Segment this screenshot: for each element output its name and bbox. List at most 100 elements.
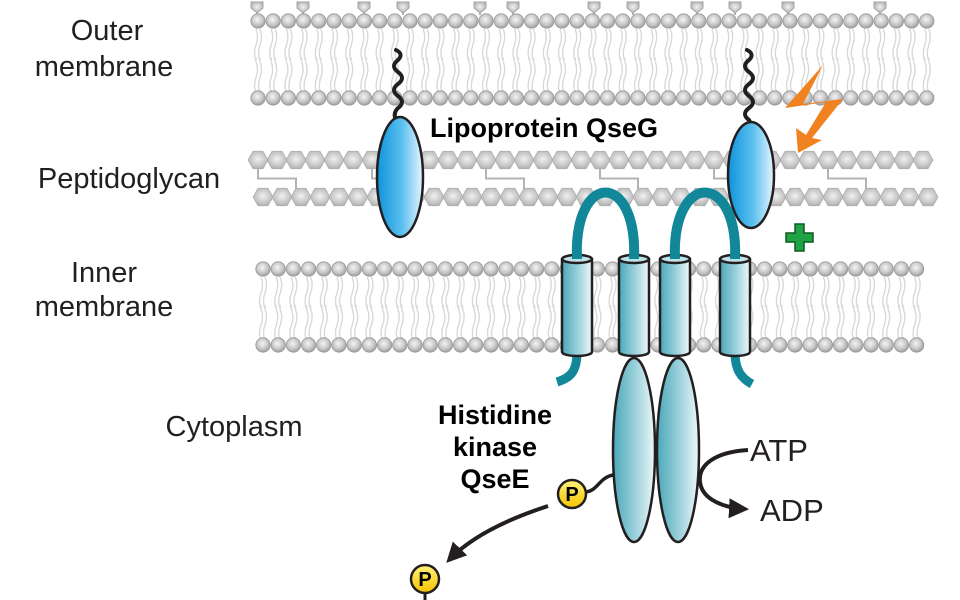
lipid-head (645, 13, 661, 29)
lps-sugar (626, 1, 640, 14)
lipid-head (478, 90, 494, 106)
lipid-head (721, 13, 737, 29)
lipid-head (863, 261, 879, 277)
lipid-head (797, 13, 813, 29)
cytoplasmic-domain-2 (655, 356, 701, 544)
lipid-head (463, 13, 479, 29)
lipid-head (285, 337, 301, 353)
lipid-head (371, 13, 388, 29)
lipid-head (817, 261, 834, 277)
glycan-sugar (423, 187, 445, 207)
lipid-head (523, 90, 540, 106)
lipoprotein-body-right (726, 120, 776, 230)
glycan-sugar (556, 187, 578, 207)
glycan-sugar (912, 150, 934, 170)
lipid-head (285, 261, 301, 277)
lipid-head (311, 13, 327, 29)
lipid-head (691, 90, 707, 106)
glycan-sugar (817, 150, 839, 170)
lipid-head (483, 261, 499, 277)
lipid-head (691, 13, 707, 29)
glycan-sugar (798, 150, 820, 170)
lipid-head (371, 90, 388, 106)
lipid-head (848, 261, 864, 277)
lipid-head (468, 337, 484, 353)
glycan-sugar (304, 150, 326, 170)
lipid-head (751, 13, 768, 29)
inner-membrane-label-line1: Inner (71, 257, 137, 289)
periplasmic-loop-2 (669, 187, 741, 261)
outer-membrane-bilayer (250, 1, 935, 106)
lipid-head (782, 13, 798, 29)
plus-icon (785, 223, 814, 252)
lipid-head (493, 90, 509, 106)
lipid-head (468, 261, 484, 277)
lipid-head (544, 261, 560, 277)
lipid-head (908, 337, 925, 353)
lipid-head (498, 261, 514, 277)
lipid-head (903, 90, 920, 106)
lipid-head (615, 90, 631, 106)
lipoprotein-qseg-label: Lipoprotein QseG (430, 113, 658, 143)
lipid-head (407, 261, 423, 277)
lipid-head (508, 90, 525, 106)
lipid-head (387, 13, 403, 29)
lipid-head (346, 261, 362, 277)
lipid-head (356, 13, 372, 29)
lps-sugar (473, 1, 487, 14)
lipid-anchor-right (743, 48, 755, 136)
atp-to-adp-arrow (697, 448, 749, 519)
lipid-head (447, 90, 464, 106)
lipid-head (848, 337, 864, 353)
transmembrane-helix-3 (658, 253, 692, 358)
lipid-head (255, 261, 271, 277)
glycan-sugar (855, 150, 877, 170)
lipid-head (660, 90, 677, 106)
lipid-head (827, 13, 844, 29)
lipid-head (544, 337, 560, 353)
phosphate-transferred-label: P (418, 569, 431, 591)
lipid-head (903, 13, 920, 29)
peptide-crosslink (599, 168, 639, 189)
lipid-head (554, 13, 570, 29)
lipid-head (402, 13, 418, 29)
glycan-sugar (437, 150, 459, 170)
glycan-sugar (917, 187, 939, 207)
lipid-head (604, 337, 621, 353)
lps-sugar (781, 1, 795, 14)
lipid-head (513, 261, 530, 277)
glycan-sugar (475, 150, 497, 170)
lipid-head (265, 90, 281, 106)
glycan-sugar (874, 150, 896, 170)
lipid-head (772, 261, 788, 277)
lipoprotein-qseg-right (726, 48, 776, 230)
lipid-head (569, 13, 585, 29)
atp-label: ATP (750, 433, 808, 468)
glycan-sugar (841, 187, 863, 207)
glycan-sugar (342, 150, 364, 170)
glycan-sugar (684, 150, 706, 170)
lipid-head (452, 261, 469, 277)
glycan-sugar (589, 150, 611, 170)
lipid-head (756, 261, 773, 277)
histidine-kinase-label-line2: kinase (453, 432, 537, 462)
peptide-crosslink (485, 168, 525, 189)
lipid-head (311, 90, 327, 106)
lipid-head (802, 261, 818, 277)
lipid-head (696, 261, 712, 277)
lipid-head (483, 337, 499, 353)
histidine-kinase-qsee (555, 187, 755, 544)
glycan-sugar (347, 187, 369, 207)
glycan-sugar (651, 187, 673, 207)
lipid-head (452, 337, 469, 353)
glycan-sugar (494, 150, 516, 170)
lipid-head (615, 13, 631, 29)
lps-sugar (728, 1, 742, 14)
lipid-head (326, 90, 342, 106)
lipid-head (265, 13, 281, 29)
glycan-sugar (803, 187, 825, 207)
glycan-sugar (518, 187, 540, 207)
lipid-head (402, 90, 418, 106)
lipid-head (843, 90, 859, 106)
peptidoglycan-label: Peptidoglycan (38, 163, 220, 195)
